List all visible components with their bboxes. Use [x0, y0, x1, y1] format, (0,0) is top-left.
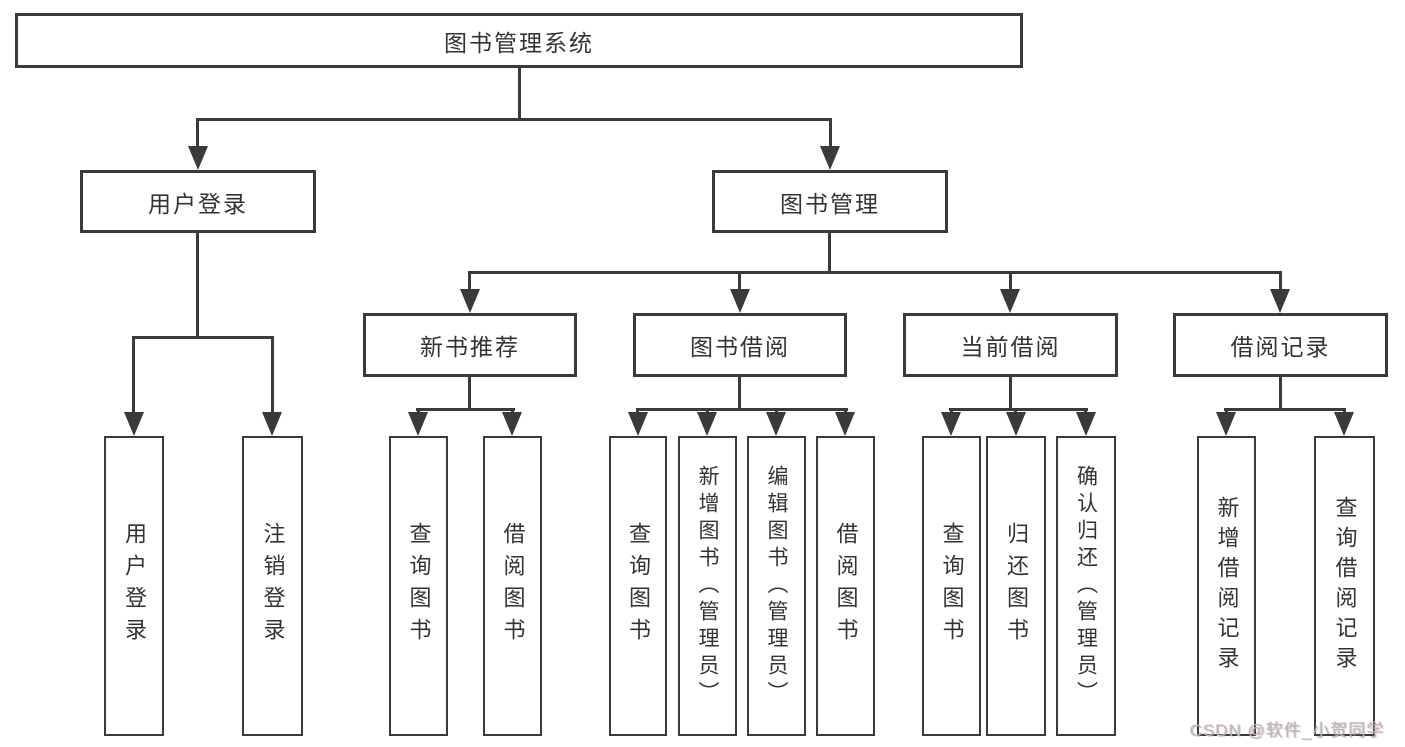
node-library-system: 图书管理系统 — [15, 13, 1023, 68]
connector-stem — [1009, 271, 1012, 291]
arrow-down-icon — [766, 412, 786, 436]
arrow-down-icon — [188, 146, 208, 170]
connector-stem — [196, 231, 199, 339]
arrow-down-icon — [460, 289, 480, 313]
connector-stem — [738, 271, 741, 291]
connector-bus — [416, 408, 515, 411]
leaf-label: 编辑图书（管理员） — [765, 464, 788, 708]
leaf-confirm-return-admin: 确认归还（管理员） — [1056, 436, 1116, 736]
leaf-label: 注销登录 — [260, 522, 286, 650]
node-book-management: 图书管理 — [712, 170, 948, 233]
arrow-down-icon — [1334, 412, 1354, 436]
leaf-label: 归还图书 — [1004, 522, 1029, 650]
leaf-query-books-current: 查询图书 — [922, 436, 981, 736]
connector-stem — [271, 336, 274, 414]
leaf-add-borrow-record: 新增借阅记录 — [1197, 436, 1256, 736]
leaf-label: 查询图书 — [626, 522, 651, 650]
leaf-query-books-borrow: 查询图书 — [609, 436, 667, 736]
arrow-down-icon — [1076, 412, 1096, 436]
leaf-label: 借阅图书 — [833, 522, 859, 650]
connector-level3-bus — [468, 271, 1282, 274]
leaf-label: 用户登录 — [122, 522, 147, 650]
csdn-watermark: CSDN @软件_小贺同学 — [1190, 721, 1385, 740]
node-user-login: 用户登录 — [80, 170, 316, 233]
arrow-down-icon — [820, 146, 840, 170]
connector-stem — [1009, 375, 1012, 411]
node-borrow-record: 借阅记录 — [1173, 313, 1388, 377]
arrow-down-icon — [124, 412, 144, 436]
connector-book-mgmt-stem — [829, 118, 832, 148]
arrow-down-icon — [941, 412, 961, 436]
leaf-edit-books-admin: 编辑图书（管理员） — [747, 436, 806, 736]
arrow-down-icon — [502, 412, 522, 436]
leaf-label: 新增借阅记录 — [1214, 496, 1240, 676]
leaf-logout: 注销登录 — [242, 436, 303, 736]
arrow-down-icon — [835, 412, 855, 436]
connector-root-stem — [518, 66, 521, 120]
node-book-borrow: 图书借阅 — [633, 313, 847, 377]
arrow-down-icon — [730, 289, 750, 313]
leaf-label: 确认归还（管理员） — [1074, 464, 1098, 708]
leaf-borrow-books: 借阅图书 — [816, 436, 875, 736]
connector-stem — [738, 375, 741, 411]
arrow-down-icon — [408, 412, 428, 436]
arrow-down-icon — [1000, 289, 1020, 313]
connector-bus — [949, 408, 1088, 411]
connector-stem — [132, 336, 135, 414]
connector-bus — [132, 336, 274, 339]
connector-stem — [1279, 271, 1282, 291]
leaf-query-borrow-record: 查询借阅记录 — [1314, 436, 1375, 736]
connector-level2-bus — [196, 118, 832, 121]
connector-bus — [636, 408, 848, 411]
leaf-user-login: 用户登录 — [104, 436, 164, 736]
arrow-down-icon — [628, 412, 648, 436]
arrow-down-icon — [262, 412, 282, 436]
connector-stem — [468, 375, 471, 411]
node-current-borrow: 当前借阅 — [903, 313, 1118, 377]
leaf-label: 查询图书 — [406, 522, 432, 650]
leaf-label: 借阅图书 — [500, 522, 526, 650]
arrow-down-icon — [1270, 289, 1290, 313]
connector-stem — [1279, 375, 1282, 411]
leaf-label: 查询借阅记录 — [1332, 496, 1358, 676]
leaf-label: 新增图书（管理员） — [696, 464, 719, 708]
leaf-query-books-recommend: 查询图书 — [389, 436, 448, 736]
arrow-down-icon — [1216, 412, 1236, 436]
arrow-down-icon — [1006, 412, 1026, 436]
leaf-return-books: 归还图书 — [986, 436, 1046, 736]
connector-bus — [1224, 408, 1346, 411]
connector-stem — [828, 231, 831, 273]
leaf-add-books-admin: 新增图书（管理员） — [678, 436, 737, 736]
leaf-label: 查询图书 — [939, 522, 965, 650]
arrow-down-icon — [697, 412, 717, 436]
leaf-borrow-books-recommend: 借阅图书 — [483, 436, 542, 736]
connector-user-login-stem — [196, 118, 199, 148]
node-new-book-recommend: 新书推荐 — [363, 313, 577, 377]
connector-stem — [468, 271, 471, 291]
